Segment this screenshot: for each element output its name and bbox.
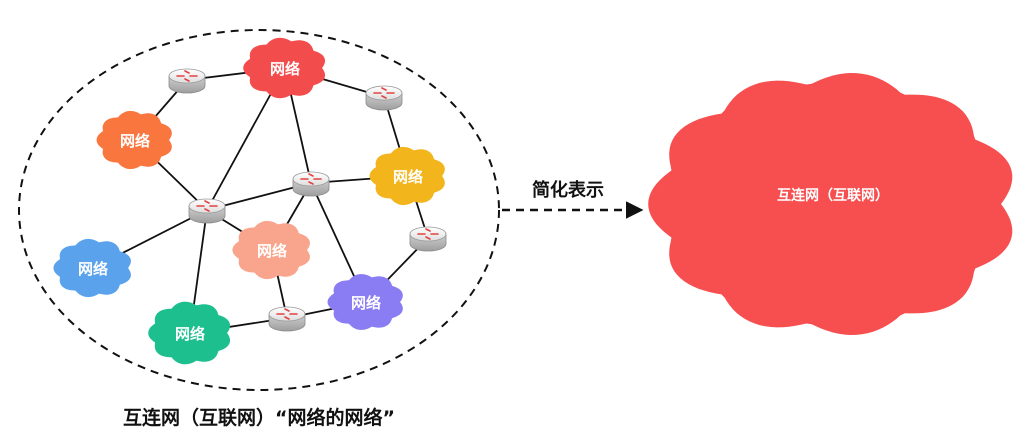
router-icon xyxy=(268,306,306,332)
network-cloud: 网络 xyxy=(53,238,131,298)
network-cloud-label: 网络 xyxy=(351,294,381,312)
network-cloud-shape xyxy=(96,110,172,170)
internet-cloud-label: 互连网（互联网） xyxy=(777,187,889,204)
network-boundary-ellipse xyxy=(18,29,500,391)
router-icon xyxy=(409,226,447,252)
network-cloud: 网络 xyxy=(243,37,326,99)
diagram-caption: 互连网（互联网）“网络的网络” xyxy=(123,406,395,429)
router-icon xyxy=(292,171,330,197)
network-cloud-shape xyxy=(53,238,131,298)
routers xyxy=(168,68,447,332)
network-cloud: 网络 xyxy=(232,220,310,280)
arrow-label: 简化表示 xyxy=(532,179,604,201)
network-cloud-shape xyxy=(327,274,403,330)
network-cloud-label: 网络 xyxy=(393,168,423,186)
internet-cloud: 互连网（互联网） xyxy=(648,73,1013,335)
network-cloud: 网络 xyxy=(327,274,403,330)
network-cloud: 网络 xyxy=(96,110,172,170)
network-cloud-label: 网络 xyxy=(257,242,287,260)
network-cloud-shape xyxy=(243,37,326,99)
router-icon xyxy=(188,198,226,224)
network-cloud-label: 网络 xyxy=(175,325,205,343)
network-cloud-shape xyxy=(369,146,445,206)
network-cloud-shape xyxy=(148,301,231,365)
internet-cloud-shape xyxy=(648,73,1013,335)
network-cloud-label: 网络 xyxy=(78,260,108,278)
router-icon xyxy=(365,85,403,111)
network-cloud: 网络 xyxy=(148,301,231,365)
router-icon xyxy=(168,68,206,94)
network-cloud-shape xyxy=(232,220,310,280)
network-cloud: 网络 xyxy=(369,146,445,206)
network-cloud-label: 网络 xyxy=(270,60,300,78)
network-cloud-label: 网络 xyxy=(120,132,150,150)
